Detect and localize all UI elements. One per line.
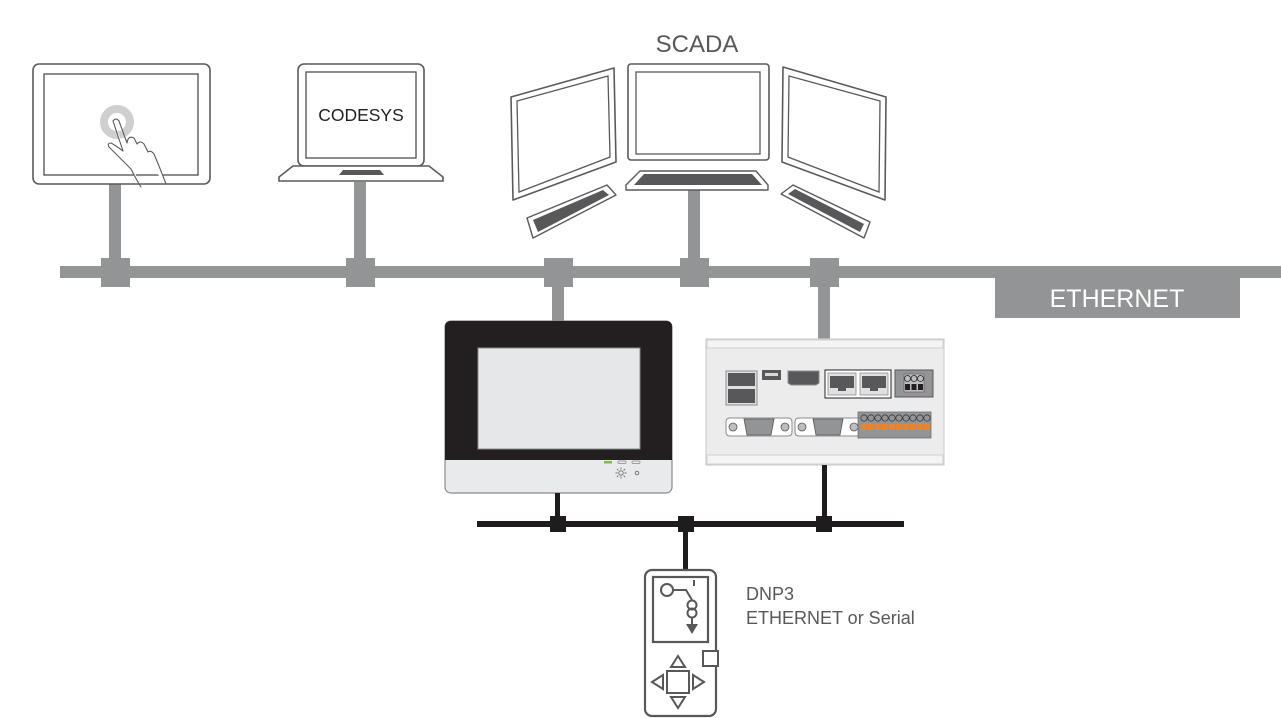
terminal-pin [917, 424, 923, 430]
field-bus [477, 465, 904, 572]
laptop-trackpad [339, 170, 384, 175]
terminal-block [857, 411, 932, 439]
field-drop-dnp3 [683, 532, 688, 572]
terminal-pin [924, 424, 930, 430]
junction-touch-panel [101, 258, 130, 287]
junction-codesys [346, 258, 375, 287]
terminal-screw [895, 414, 903, 422]
scada-left-screen [516, 75, 611, 193]
junction-scada [680, 258, 709, 287]
drop-touch-panel [109, 184, 121, 266]
hmi-led-3 [631, 460, 641, 464]
scada-workstation-center[interactable] [625, 63, 770, 191]
hand-icon [107, 118, 167, 188]
ethernet-label-box [995, 266, 1240, 318]
serial-port-1 [725, 417, 793, 437]
dnp3-device[interactable] [643, 568, 719, 718]
terminal-screw [881, 414, 889, 422]
dnp3-caption-line2: ETHERNET or Serial [746, 608, 915, 628]
field-drop-hmi [555, 493, 560, 523]
hmi-led-2 [617, 460, 627, 464]
micro-usb-port [762, 370, 781, 380]
codesys-label: CODESYS [318, 105, 404, 125]
usb-dual-port [725, 370, 758, 406]
drop-hmi [552, 278, 564, 322]
codesys-laptop[interactable]: CODESYS [278, 63, 444, 182]
scada-workstation-right[interactable] [780, 66, 887, 239]
drop-din-controller [818, 278, 830, 340]
terminal-pin [889, 424, 895, 430]
serial-port-2 [794, 417, 862, 437]
touch-panel[interactable] [32, 63, 211, 188]
touch-panel-screen [43, 73, 199, 176]
ethernet-label: ETHERNET [1050, 285, 1185, 313]
dnp3-caption-line1: DNP3 [746, 584, 794, 604]
terminal-screw [916, 414, 924, 422]
din-bottom-rail [706, 454, 944, 465]
scada-center-keys [634, 174, 762, 185]
scada-workstation-left[interactable] [510, 67, 617, 239]
drop-codesys-laptop [354, 182, 366, 266]
drop-scada [688, 190, 700, 266]
touch-ring-icon [100, 105, 134, 139]
terminal-pin [868, 424, 874, 430]
terminal-screw [888, 414, 896, 422]
ethernet-junctions [101, 258, 839, 287]
terminal-screw [860, 414, 868, 422]
down-arrow-icon [686, 624, 698, 634]
field-junction-din [816, 516, 832, 532]
laptop-screen [305, 71, 417, 159]
terminal-pin [910, 424, 916, 430]
junction-din-controller [810, 258, 839, 287]
ethernet-ports [824, 369, 892, 399]
scada-label: SCADA [656, 31, 739, 58]
hmi-controller[interactable] [444, 320, 673, 494]
terminal-screw [867, 414, 875, 422]
terminal-pin [903, 424, 909, 430]
switch-transformer-icon [660, 580, 698, 624]
hdmi-port [787, 370, 820, 386]
terminal-pin [861, 424, 867, 430]
terminal-screw [923, 414, 931, 422]
field-drop-din [822, 465, 827, 523]
scada-right-keys [788, 189, 864, 232]
terminal-pin [875, 424, 881, 430]
field-junction-dnp3 [678, 516, 694, 532]
terminal-screw [902, 414, 910, 422]
ethernet-drops [109, 182, 830, 340]
hmi-screen [477, 347, 641, 450]
junction-hmi [544, 258, 573, 287]
din-rail-controller[interactable] [705, 338, 945, 466]
dpad-icon[interactable] [650, 654, 706, 710]
scada-right-screen [787, 75, 881, 193]
scada-left-keys [533, 190, 609, 232]
scada-center-screen [635, 71, 761, 155]
terminal-pin [882, 424, 888, 430]
terminal-screw [909, 414, 917, 422]
power-connector [894, 369, 934, 398]
terminal-pin [896, 424, 902, 430]
reset-button-icon[interactable] [634, 470, 640, 476]
hmi-led-green [604, 461, 612, 464]
terminal-screw [874, 414, 882, 422]
brightness-icon [615, 467, 627, 479]
dnp3-device-button[interactable] [702, 650, 719, 667]
din-top-rail [706, 339, 944, 349]
ethernet-bus: ETHERNET [60, 266, 1281, 318]
field-junction-hmi [550, 516, 566, 532]
